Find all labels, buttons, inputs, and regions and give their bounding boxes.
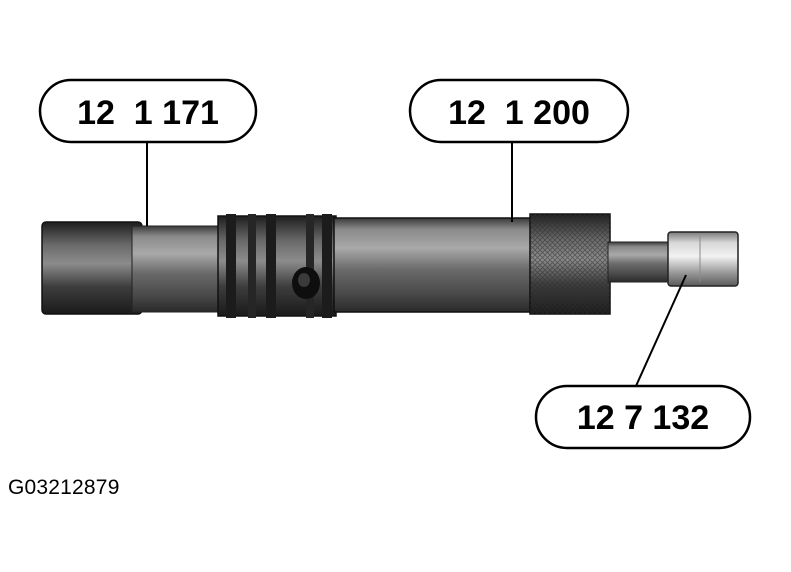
adapter-tip	[667, 231, 739, 287]
socket-part	[41, 221, 223, 315]
callout-middle-label: 12 1 200	[448, 94, 590, 132]
grooved-collar	[217, 214, 337, 318]
spindle-body	[333, 217, 535, 313]
callout-right: 12 7 132	[534, 384, 752, 450]
callout-left: 12 1 171	[38, 78, 258, 144]
figure-id: G03212879	[8, 476, 120, 499]
knurled-grip	[529, 213, 611, 315]
callout-left-label: 12 1 171	[77, 94, 219, 132]
leader-line-right	[635, 274, 687, 387]
callout-right-label: 12 7 132	[577, 399, 709, 437]
callout-middle: 12 1 200	[408, 78, 630, 144]
adapter-shaft	[607, 241, 675, 283]
